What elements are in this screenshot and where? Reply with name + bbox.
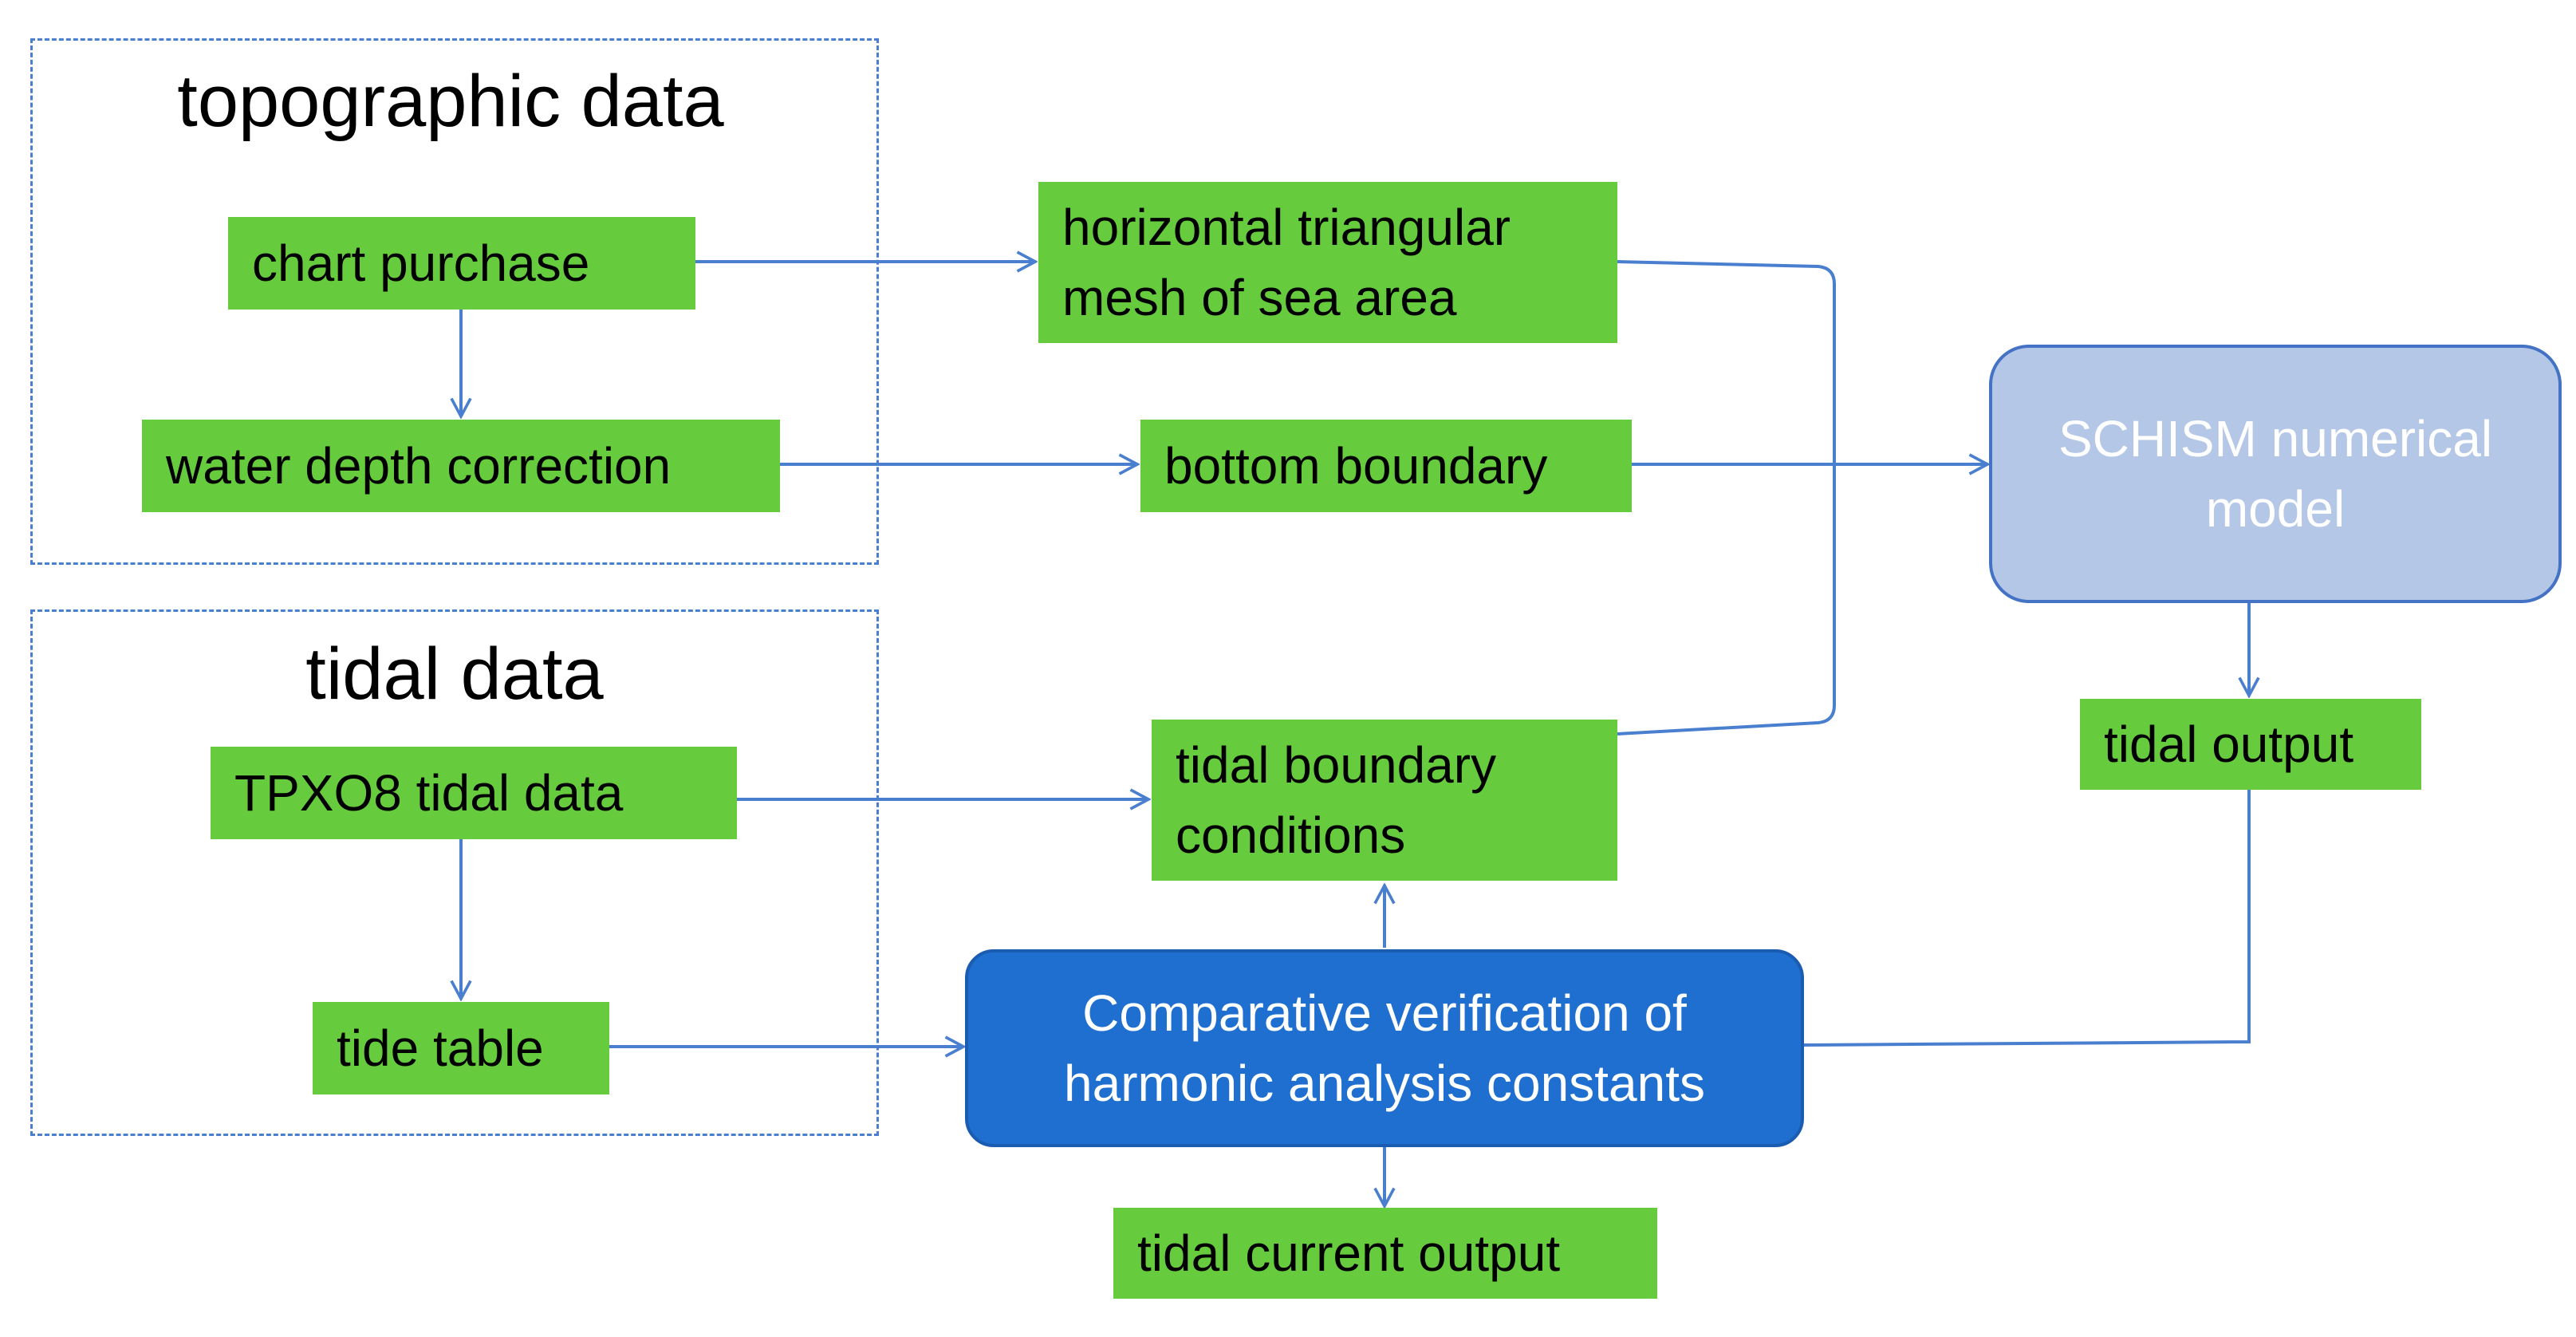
node-bottom-boundary: bottom boundary bbox=[1140, 420, 1632, 512]
tidal-data-group: tidal data bbox=[30, 609, 879, 1136]
node-chart-purchase-label: chart purchase bbox=[252, 235, 590, 292]
edge-tidal-output-to-compare bbox=[1803, 790, 2251, 1047]
tidal-data-title: tidal data bbox=[305, 633, 604, 715]
node-water-depth-correction-label: water depth correction bbox=[166, 437, 672, 495]
node-schism-model: SCHISM numerical model bbox=[1989, 345, 2562, 603]
topographic-data-group: topographic data bbox=[30, 38, 879, 565]
node-horizontal-mesh: horizontal triangular mesh of sea area bbox=[1038, 182, 1617, 343]
node-tidal-current-output: tidal current output bbox=[1113, 1208, 1657, 1299]
node-tidal-boundary-conditions: tidal boundary conditions bbox=[1152, 720, 1617, 881]
edge-mesh-to-merge bbox=[1617, 260, 1836, 464]
edge-tbc-to-merge bbox=[1617, 464, 1836, 736]
node-tide-table: tide table bbox=[313, 1002, 609, 1094]
node-tidal-output: tidal output bbox=[2080, 699, 2421, 790]
node-bottom-boundary-label: bottom boundary bbox=[1164, 437, 1548, 495]
node-tpxo8-tidal-data-label: TPXO8 tidal data bbox=[234, 764, 624, 822]
node-tidal-boundary-conditions-label: tidal boundary conditions bbox=[1176, 736, 1497, 864]
node-chart-purchase: chart purchase bbox=[228, 217, 695, 310]
topographic-data-title: topographic data bbox=[177, 61, 724, 142]
node-horizontal-mesh-label: horizontal triangular mesh of sea area bbox=[1062, 199, 1511, 326]
node-water-depth-correction: water depth correction bbox=[142, 420, 780, 512]
node-comparative-verification: Comparative verification of harmonic ana… bbox=[965, 949, 1804, 1147]
node-schism-model-label: SCHISM numerical model bbox=[2058, 410, 2493, 538]
node-comparative-verification-label: Comparative verification of harmonic ana… bbox=[1064, 984, 1705, 1112]
node-tidal-current-output-label: tidal current output bbox=[1137, 1225, 1561, 1282]
node-tide-table-label: tide table bbox=[337, 1020, 544, 1077]
node-tidal-output-label: tidal output bbox=[2104, 716, 2354, 773]
node-tpxo8-tidal-data: TPXO8 tidal data bbox=[211, 747, 737, 839]
